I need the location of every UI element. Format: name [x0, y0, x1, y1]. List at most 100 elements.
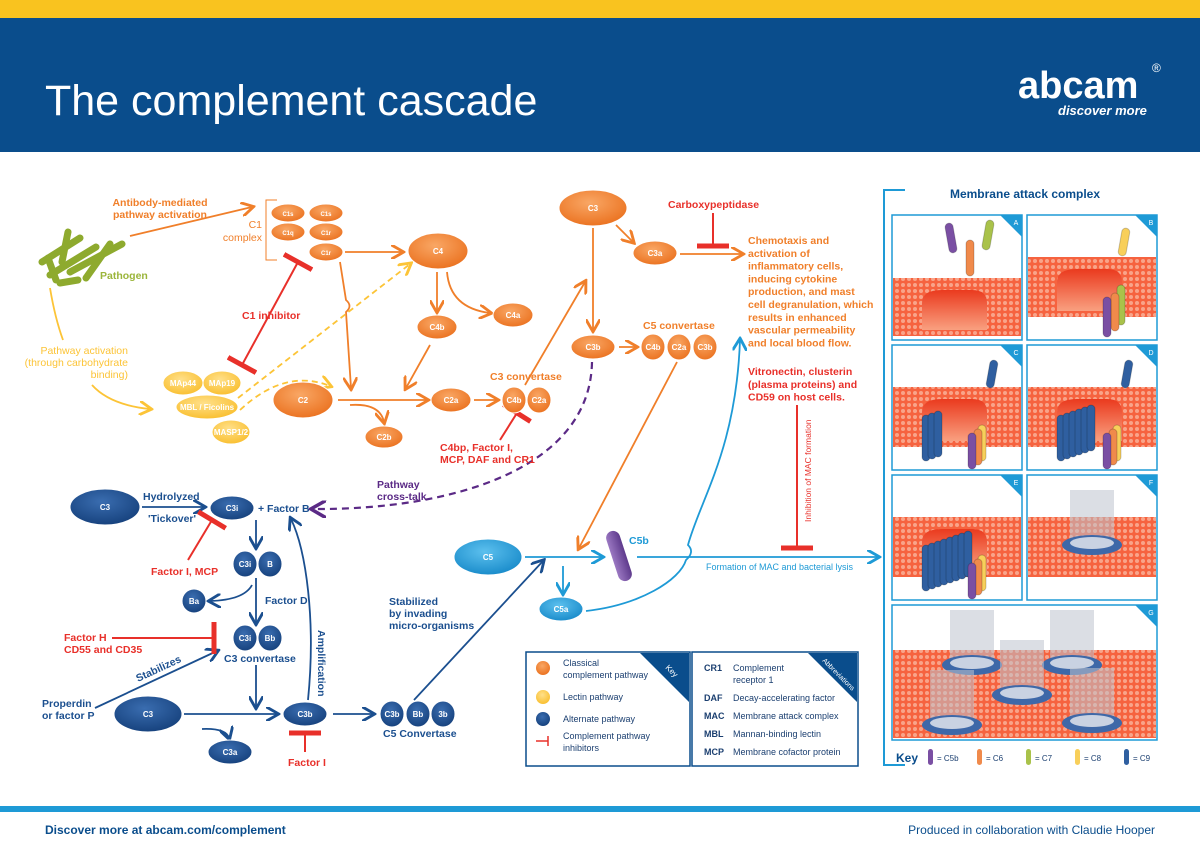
label-factor-i: Factor I [288, 757, 326, 769]
node-shape [364, 425, 404, 449]
abcam-logo: abcam ® discover more [1018, 61, 1161, 118]
arrow-antibody-c1 [129, 207, 252, 237]
key-label: Complement pathway [563, 731, 651, 741]
mac-panel-letter: F [1149, 480, 1153, 487]
node-c1s: C1s [270, 203, 306, 223]
node-label: C1s [320, 212, 332, 218]
label-amplification: Amplification [315, 630, 327, 697]
node-c2a: C2a [430, 387, 472, 413]
node-shape [257, 624, 283, 652]
arrow-c4-c4a [446, 271, 490, 313]
mac-key-item: = C9 [1124, 749, 1151, 765]
protein-rod-icon [977, 749, 982, 765]
node-shape [308, 242, 344, 262]
key-label: complement pathway [563, 670, 649, 680]
mac-panel-b: B [1026, 214, 1158, 341]
node-shape [207, 739, 253, 765]
node-c1r: C1r [308, 222, 344, 242]
svg-text:CR1: CR1 [704, 663, 722, 673]
node-label: C1r [321, 231, 332, 237]
node-label: C4a [506, 311, 521, 320]
node-shape [181, 588, 207, 614]
label-c3-convertase-alt: C3 convertase [224, 653, 296, 665]
protein-rod-icon [1075, 749, 1080, 765]
arrow-mbl-c2 [239, 381, 330, 411]
key-item-yellow-circle: Lectin pathway [536, 690, 624, 704]
c5b-rod [606, 530, 632, 582]
mac-panel-letter: E [1014, 480, 1019, 487]
label-factor-i-mcp: Factor I, MCP [151, 566, 218, 578]
mac-title: Membrane attack complex [950, 187, 1100, 201]
label-factor-b: + Factor B [258, 503, 310, 515]
node-shape [308, 222, 344, 242]
node-shape [526, 386, 552, 414]
node-ba: Ba [181, 588, 207, 614]
svg-text:Decay-accelerating factor: Decay-accelerating factor [733, 693, 835, 703]
mac-panel-g: G [891, 604, 1158, 741]
mac-bracket [883, 189, 905, 766]
node-shape [692, 333, 718, 361]
arrow-c5a-chemotaxis [585, 340, 740, 612]
node-shape [430, 387, 472, 413]
node-label: MAp44 [170, 379, 197, 388]
node-shape [282, 701, 328, 727]
node-alt-c5-conv-3b: 3b [430, 700, 456, 728]
mac-panel-c: C [891, 344, 1023, 471]
mac-panel-letter: A [1014, 220, 1019, 227]
node-label: C3 [100, 503, 111, 512]
node-label: 3b [438, 710, 447, 719]
mac-panel-letter: C [1013, 350, 1018, 357]
label-hydrolyzed: Hydrolyzed [143, 491, 200, 503]
svg-text:MAC: MAC [704, 711, 725, 721]
node-label: C3a [648, 249, 663, 258]
node-c2: C2 [272, 381, 334, 419]
mac-panel-a: A [891, 214, 1023, 341]
node-map44: MAp44 [162, 370, 204, 396]
node-c4a: C4a [492, 302, 534, 328]
svg-text:= C7: = C7 [1035, 754, 1053, 763]
node-c3-convertase-c2a: C2a [526, 386, 552, 414]
footer-credit: Produced in collaboration with Claudie H… [908, 823, 1155, 837]
node-label: MBL / Ficolins [180, 403, 235, 412]
node-c1q: C1q [270, 222, 306, 242]
node-c3b: C3b [570, 334, 616, 360]
mac-key-item: = C7 [1026, 749, 1053, 765]
node-label: C3 [588, 204, 599, 213]
arrow-properdin-stabilizes [94, 651, 217, 709]
orange-circle-icon [536, 661, 550, 675]
node-alt-c3a: C3a [207, 739, 253, 765]
node-c3i: C3i [209, 495, 255, 521]
node-label: C3b [585, 343, 600, 352]
node-label: C4b [645, 343, 660, 352]
label-c5-convertase-alt: C5 Convertase [383, 728, 457, 740]
node-shape [270, 222, 306, 242]
pathogen-icon [38, 228, 126, 287]
mac-panel-f: F [1026, 474, 1158, 601]
node-shape [558, 189, 628, 227]
node-label: C1q [282, 231, 294, 237]
node-alt-c3: C3 [69, 488, 141, 526]
mac-panel-letter: D [1148, 350, 1153, 357]
protein-rod-icon [928, 749, 933, 765]
arrow-lectin-mbl [91, 384, 150, 409]
mac-panel-letter: B [1149, 220, 1154, 227]
yellow-circle-icon [536, 690, 550, 704]
node-shape [666, 333, 692, 361]
arrow-c3ib-ba [210, 584, 253, 601]
node-alt-c5-conv-c3b: C3b [379, 700, 405, 728]
inhibitor-factor-i-mcp [187, 509, 228, 561]
footer-link[interactable]: Discover more at abcam.com/complement [45, 823, 286, 837]
node-shape [232, 624, 258, 652]
node-c3i-bb-bb: Bb [257, 624, 283, 652]
label-tickover: 'Tickover' [148, 513, 196, 525]
label-c3-conv-inhibitors: C4bp, Factor I,MCP, DAF and CR1 [440, 442, 535, 466]
